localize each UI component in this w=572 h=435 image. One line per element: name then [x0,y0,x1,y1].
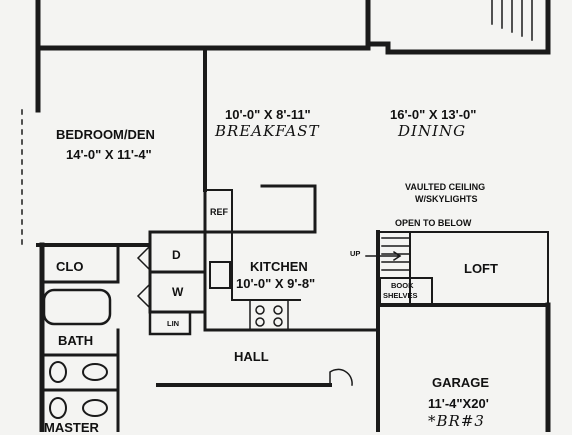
breakfast-size: 10'-0" X 8'-11" [225,107,311,122]
sink-a [82,363,108,381]
sink-b [82,399,108,417]
toilet-a [49,361,67,383]
dining-size: 16'-0" X 13'-0" [390,107,477,122]
walls [21,0,551,432]
master-label: MASTER [44,420,99,435]
lin-closet [148,310,192,336]
bedroom-den-name: BEDROOM/DEN [56,127,155,142]
hall-label: HALL [234,349,269,364]
up-arrow [365,250,402,262]
book-shelves-line2: SHELVES [383,291,418,300]
top-wall [35,0,371,51]
laundry-walls [148,230,207,314]
open-to-below: OPEN TO BELOW [395,218,472,228]
vaulted-line2: W/SKYLIGHTS [415,194,478,204]
sink [209,261,231,289]
book-shelves-box [379,277,433,305]
book-shelves-line1: BOOK [391,281,414,290]
top-stair [491,0,533,41]
lin-label: LIN [167,319,180,328]
hall-door [329,368,353,386]
kitchen-size: 10'-0" X 9'-8" [236,276,316,291]
kitchen-walls [203,184,380,332]
kitchen-name: KITCHEN [250,259,308,274]
ref-box [204,189,233,233]
toilet-b [49,397,67,419]
garage-note: *BR#3 [428,412,485,430]
up-label: UP [350,249,361,258]
clo-walls [40,243,120,284]
loft-walls [377,231,549,306]
laundry-doors [136,244,152,310]
garage-size: 11'-4"X20' [428,396,489,411]
tub [42,288,112,326]
ref-label: REF [210,207,228,217]
vaulted-line1: VAULTED CEILING [405,182,486,192]
bath-label: BATH [58,333,94,348]
dryer-label: D [172,248,181,262]
bedroom-den-size: 14'-0" X 11'-4" [66,147,152,162]
washer-label: W [172,285,184,299]
top-right-wall [365,41,551,55]
breakfast-name: BREAKFAST [215,122,320,140]
dining-name: DINING [398,122,467,140]
bath-walls [40,328,120,432]
garage-name: GARAGE [432,375,490,390]
cooktop [249,299,289,331]
loft-label: LOFT [464,261,498,276]
clo-label: CLO [56,259,84,274]
